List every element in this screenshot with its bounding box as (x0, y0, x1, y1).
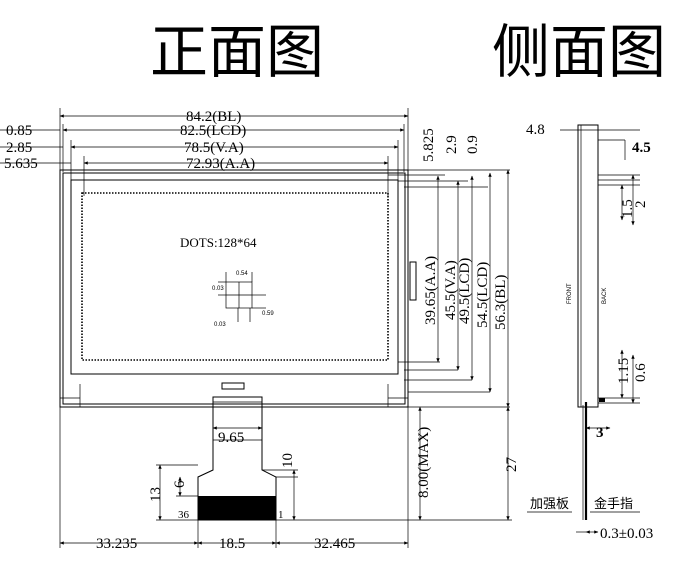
dim-va-width: 78.5(V.A) (184, 140, 244, 156)
reinforcement-plate-label: 加强板 (530, 497, 569, 512)
fpc-notch (221, 382, 245, 390)
dim-aa-height: 39.65(A.A) (423, 256, 439, 325)
right-dimensions: 5.825 2.9 0.9 39.65(A.A) 45.5(V.A) 49.5(… (388, 128, 510, 408)
dim-left-offset-3: 5.635 (4, 156, 38, 172)
dim-lcd-height: 49.5(LCD) (457, 258, 473, 324)
side-dim-1-15: 1.15 (616, 358, 632, 384)
back-label: BACK (602, 288, 608, 304)
top-width-dimensions: 84.2(BL) 82.5(LCD) 78.5(V.A) 72.93(A.A) … (0, 108, 409, 410)
active-area (81, 192, 389, 361)
fpc-height-b: 6 (172, 480, 188, 488)
front-label: FRONT (567, 283, 573, 304)
fpc-width-dim: 9.65 (218, 430, 244, 446)
side-dim-fpc-thickness: 0.3±0.03 (600, 526, 653, 542)
lcd-module-outline (59, 169, 417, 408)
pixel-dim-2: 0.03 (212, 286, 224, 292)
bottom-dim-left: 33.235 (96, 536, 137, 552)
dim-left-offset-2: 2.85 (6, 140, 32, 156)
fpc-max-dim: 8.00(MAX) (416, 427, 432, 498)
dim-left-offset-1: 0.85 (6, 123, 32, 139)
fpc-cable: 9.65 10 13 6 8.00(MAX) 27 36 1 33.235 18… (59, 396, 520, 552)
fpc-gap-dim: 10 (280, 453, 296, 468)
dim-bl-width: 84.2(BL) (186, 109, 241, 125)
gold-fingers (198, 496, 276, 520)
side-dim-0-6: 0.6 (633, 363, 649, 382)
side-dim-3: 3 (596, 425, 604, 441)
dim-lcd-outer-height: 54.5(LCD) (475, 262, 491, 328)
pixel-detail: 0.54 0.03 0.03 0.59 (212, 271, 274, 328)
dots-label: DOTS:128*64 (180, 235, 257, 250)
right-offset-3: 0.9 (465, 135, 481, 154)
pixel-dim-4: 0.59 (262, 311, 274, 317)
dim-bl-height: 56.3(BL) (493, 275, 509, 330)
bottom-dim-center: 18.5 (219, 536, 245, 552)
bottom-dim-right: 32.465 (314, 536, 355, 552)
side-view: 4.8 4.5 1.5 2 1.15 0.6 3 FRONT BACK 加强板 … (526, 122, 653, 542)
side-dim-fpc: 4.5 (632, 140, 651, 156)
fpc-total-dim: 27 (504, 457, 520, 473)
fpc-height-a: 13 (148, 487, 164, 502)
front-view-title: 正面图 (150, 18, 324, 86)
dim-aa-width: 72.93(A.A) (186, 156, 255, 172)
right-offset-1: 5.825 (421, 128, 437, 162)
pixel-dim-1: 0.54 (236, 271, 248, 277)
pin-1-label: 1 (278, 509, 284, 521)
side-dim-1-5: 1.5 (620, 199, 636, 218)
pixel-dim-3: 0.03 (214, 322, 226, 328)
dim-lcd-width: 82.5(LCD) (180, 123, 246, 139)
side-tab (409, 261, 417, 301)
side-view-title: 侧面图 (492, 18, 666, 86)
dim-va-height: 45.5(V.A) (443, 260, 459, 320)
pin-36-label: 36 (178, 509, 190, 521)
gold-finger-label: 金手指 (594, 496, 633, 512)
right-offset-2: 2.9 (444, 135, 460, 154)
side-dim-thickness: 4.8 (526, 122, 545, 138)
side-dim-2: 2 (633, 201, 649, 209)
